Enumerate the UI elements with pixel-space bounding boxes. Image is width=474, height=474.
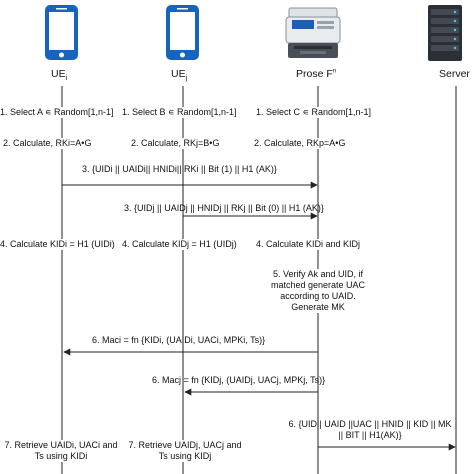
select-step-ue-i: 1. Select A ∊ Random[1,n-1]	[0, 107, 114, 118]
retrieve-step-ue-j: 7. Retrieve UAIDj, UACj and Ts using KID…	[125, 440, 245, 462]
calc-step-ue-j: 2. Calculate, RKj=B•G	[131, 138, 220, 149]
server-message: 6. {UID|| UAID ||UAC || HNID || KID || M…	[288, 419, 452, 440]
verify-step: 5. Verify Ak and UID, if matched generat…	[268, 269, 368, 313]
mac-message-ue-j: 6. Macj = fn {KIDj, (UAIDj, UACj, MPKj, …	[152, 375, 326, 385]
smartphone-icon	[166, 5, 199, 60]
kid-step-ue-i: 4. Calculate KIDi = H1 (UIDi)	[0, 239, 115, 250]
select-step-prose: 1. Select C ∊ Random[1,n-1]	[256, 107, 372, 118]
multifunction-printer-icon	[285, 7, 341, 58]
server-rack-icon	[428, 5, 462, 61]
calc-step-ue-i: 2. Calculate, RKi=A•G	[3, 138, 92, 149]
message-m3-ue-j: 3. {UIDj || UAIDj || HNIDj || RKj || Bit…	[124, 203, 324, 213]
message-m3-ue-i: 3. {UIDi || UAIDi|| HNIDi|| RKi || Bit (…	[82, 164, 277, 174]
entity-label-server: Server	[439, 68, 470, 80]
mac-message-ue-i: 6. Maci = fn {KIDi, (UAIDi, UACi, MPKi, …	[92, 335, 266, 345]
select-step-ue-j: 1. Select B ∊ Random[1,n-1]	[122, 107, 237, 118]
kid-step-ue-j: 4. Calculate KIDj = H1 (UIDj)	[122, 239, 237, 250]
entity-label-ue-i: UEi	[51, 68, 68, 83]
entity-label-ue-j: UEj	[171, 68, 188, 83]
smartphone-icon	[45, 5, 78, 60]
kid-step-prose: 4. Calculate KIDi and KIDj	[256, 239, 361, 250]
retrieve-step-ue-i: 7. Retrieve UAIDi, UACi and Ts using KID…	[0, 440, 122, 462]
entity-label-prose: Prose Fn	[296, 68, 337, 80]
calc-step-prose: 2. Calculate, RKp=A•G	[254, 138, 346, 149]
